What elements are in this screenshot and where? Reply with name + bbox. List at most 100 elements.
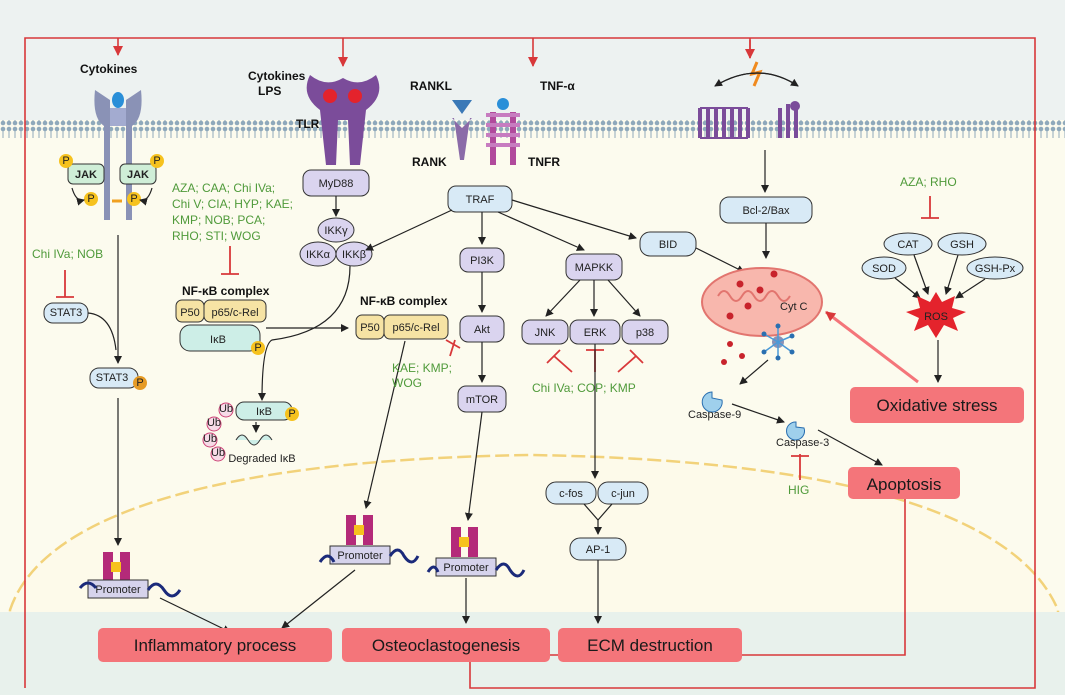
promoter-1: Promoter [78, 552, 182, 599]
svg-text:mTOR: mTOR [466, 394, 498, 406]
outcome-ecm [558, 628, 742, 662]
jak-right [119, 163, 157, 185]
svg-text:p65/c-Rel: p65/c-Rel [392, 322, 439, 334]
tlr-receptor [306, 75, 380, 165]
svg-text:Bcl-2/Bax: Bcl-2/Bax [742, 205, 790, 217]
caspase9-shape [701, 391, 723, 413]
drug-oxidative: AZA; RHO [900, 175, 957, 189]
svg-text:ERK: ERK [584, 327, 607, 339]
cytokine-receptor [94, 90, 142, 220]
p38-node [621, 319, 669, 345]
svg-text:MyD88: MyD88 [319, 178, 354, 190]
drug-apoptosis: HIG [788, 483, 809, 497]
traf-node [447, 185, 513, 213]
svg-text:CAT: CAT [897, 239, 918, 251]
svg-text:Ub: Ub [207, 417, 221, 429]
nfkb-complex-2: P50 p65/c-Rel [355, 314, 449, 340]
ikk-complex: IKKγ IKKα IKKβ [299, 217, 373, 267]
svg-text:Ub: Ub [219, 403, 233, 415]
cell-membrane [0, 120, 1065, 138]
tnf-alpha-label: TNF-α [540, 79, 575, 93]
cytokines-lps-label: Cytokines [248, 69, 306, 83]
rankl-label: RANKL [410, 79, 452, 93]
tnfr-label: TNFR [528, 155, 560, 169]
svg-text:GSH-Px: GSH-Px [975, 263, 1016, 275]
svg-text:Inflammatory process: Inflammatory process [134, 636, 297, 655]
svg-text:JAK: JAK [75, 169, 97, 181]
mitochondrion [701, 267, 823, 337]
svg-text:IκB: IκB [210, 334, 226, 346]
drug-akt-2: WOG [392, 376, 422, 390]
outcome-apoptosis [848, 467, 960, 499]
outcome-oxidative-stress [850, 387, 1024, 423]
svg-text:P: P [62, 155, 69, 167]
svg-text:P: P [288, 408, 295, 420]
svg-text:Ub: Ub [203, 433, 217, 445]
oxidative-to-mito [825, 310, 919, 384]
gsh-node [937, 232, 987, 256]
svg-text:Promoter: Promoter [95, 584, 141, 596]
drug-nfkb-1: AZA; CAA; Chi IVa; [172, 181, 275, 195]
svg-text:BID: BID [659, 239, 677, 251]
promoter-2: Promoter [318, 515, 420, 565]
svg-text:PI3K: PI3K [470, 255, 495, 267]
svg-text:P: P [153, 155, 160, 167]
drug-nfkb-2: Chi V; CIA; HYP; KAE; [172, 197, 293, 211]
svg-text:p65/c-Rel: p65/c-Rel [211, 307, 258, 319]
lps-label: LPS [258, 84, 281, 98]
svg-text:Apoptosis: Apoptosis [867, 475, 942, 494]
svg-text:Promoter: Promoter [443, 562, 489, 574]
svg-text:JNK: JNK [535, 327, 556, 339]
tnfr-receptor [486, 98, 520, 165]
svg-text:P: P [87, 193, 94, 205]
svg-text:P50: P50 [360, 322, 380, 334]
svg-text:Osteoclastogenesis: Osteoclastogenesis [372, 636, 520, 655]
cjun-node [597, 481, 649, 505]
drug-akt-1: KAE; KMP; [392, 361, 452, 375]
svg-text:TRAF: TRAF [466, 194, 495, 206]
jnk-node [521, 319, 569, 345]
svg-text:MAPKK: MAPKK [575, 262, 614, 274]
outcome-inflammatory [98, 628, 332, 662]
svg-text:Oxidative stress: Oxidative stress [877, 396, 998, 415]
tlr-label: TLR [296, 117, 320, 131]
ikb-ubiquitinated: IκB P Ub Ub Ub Ub Degraded IκB [202, 401, 299, 465]
svg-text:IκB: IκB [256, 406, 272, 418]
drug-mapk: Chi IVa; COP; KMP [532, 381, 636, 395]
rank-receptor [452, 100, 472, 160]
cytokines-label: Cytokines [80, 62, 138, 76]
svg-text:ECM destruction: ECM destruction [587, 636, 713, 655]
outcome-osteoclastogenesis [342, 628, 550, 662]
svg-text:IKKγ: IKKγ [324, 225, 348, 237]
svg-text:c-jun: c-jun [611, 488, 635, 500]
svg-text:ROS: ROS [924, 311, 948, 323]
nfkb-complex-label-1: NF-κB complex [182, 284, 270, 298]
cytc-label: Cyt C [780, 301, 808, 313]
svg-text:STAT3: STAT3 [50, 307, 83, 319]
svg-text:p38: p38 [636, 327, 654, 339]
svg-text:AP-1: AP-1 [586, 544, 610, 556]
svg-text:GSH: GSH [950, 239, 974, 251]
svg-text:IKKβ: IKKβ [342, 249, 366, 261]
sod-node [861, 256, 907, 280]
svg-text:P50: P50 [180, 307, 200, 319]
svg-text:Promoter: Promoter [337, 550, 383, 562]
svg-text:Degraded IκB: Degraded IκB [228, 453, 295, 465]
drug-jak-stat: Chi IVa; NOB [32, 247, 103, 261]
svg-text:Akt: Akt [474, 324, 490, 336]
svg-text:Ub: Ub [211, 447, 225, 459]
svg-text:P: P [136, 377, 143, 389]
svg-text:Caspase-3: Caspase-3 [776, 437, 829, 449]
svg-text:STAT3: STAT3 [96, 372, 129, 384]
cat-node [883, 232, 933, 256]
svg-text:Caspase-9: Caspase-9 [688, 409, 741, 421]
bid-node [639, 231, 697, 257]
svg-text:P: P [254, 342, 261, 354]
caspase3-shape [786, 421, 805, 441]
svg-text:SOD: SOD [872, 263, 896, 275]
svg-text:IKKα: IKKα [306, 249, 331, 261]
drug-nfkb-3: KMP; NOB; PCA; [172, 213, 265, 227]
gshpx-node [966, 256, 1024, 280]
